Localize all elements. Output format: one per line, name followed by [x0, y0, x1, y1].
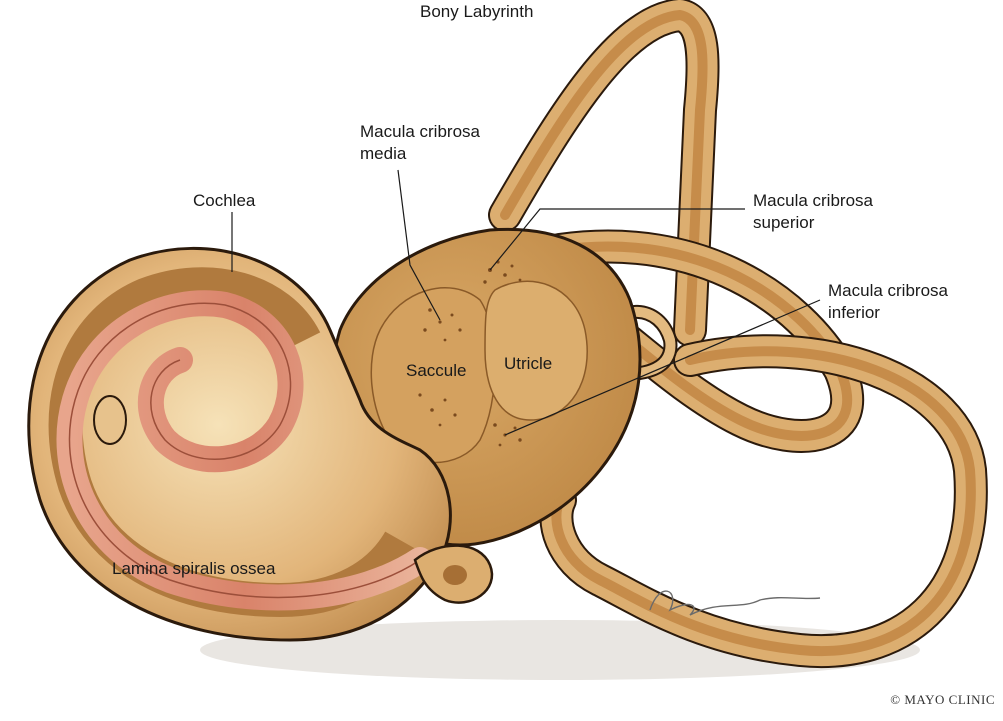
label-macula-inferior: Macula cribrosa inferior	[828, 280, 948, 324]
label-macula-superior: Macula cribrosa superior	[753, 190, 873, 234]
label-lamina-spiralis: Lamina spiralis ossea	[112, 559, 276, 578]
macula-dots	[418, 260, 522, 447]
oval-window	[413, 544, 494, 604]
label-macula-media-line1: Macula cribrosa	[360, 122, 480, 141]
leader-macula-media	[397, 169, 441, 321]
saccule-chamber	[370, 287, 496, 464]
label-macula-inferior-line2: inferior	[828, 303, 880, 322]
lamina-spiralis-edge	[68, 302, 421, 599]
utricle-chamber	[484, 280, 588, 421]
label-cochlea: Cochlea	[193, 191, 256, 210]
label-macula-superior-line2: superior	[753, 213, 815, 232]
label-macula-inferior-line1: Macula cribrosa	[828, 281, 948, 300]
copyright-notice: © MAYO CLINIC	[890, 692, 995, 707]
leader-macula-inferior	[504, 299, 821, 436]
label-utricle: Utricle	[504, 354, 553, 373]
diagram-title: Bony Labyrinth	[420, 2, 534, 21]
label-macula-media: Macula cribrosa media	[360, 121, 480, 165]
cochlea-apex	[93, 395, 127, 445]
label-saccule: Saccule	[406, 361, 467, 380]
label-macula-media-line2: media	[360, 144, 407, 163]
leader-lines	[231, 169, 821, 436]
artist-signature-mark	[649, 590, 821, 616]
leader-macula-superior	[489, 208, 745, 271]
label-macula-superior-line1: Macula cribrosa	[753, 191, 873, 210]
